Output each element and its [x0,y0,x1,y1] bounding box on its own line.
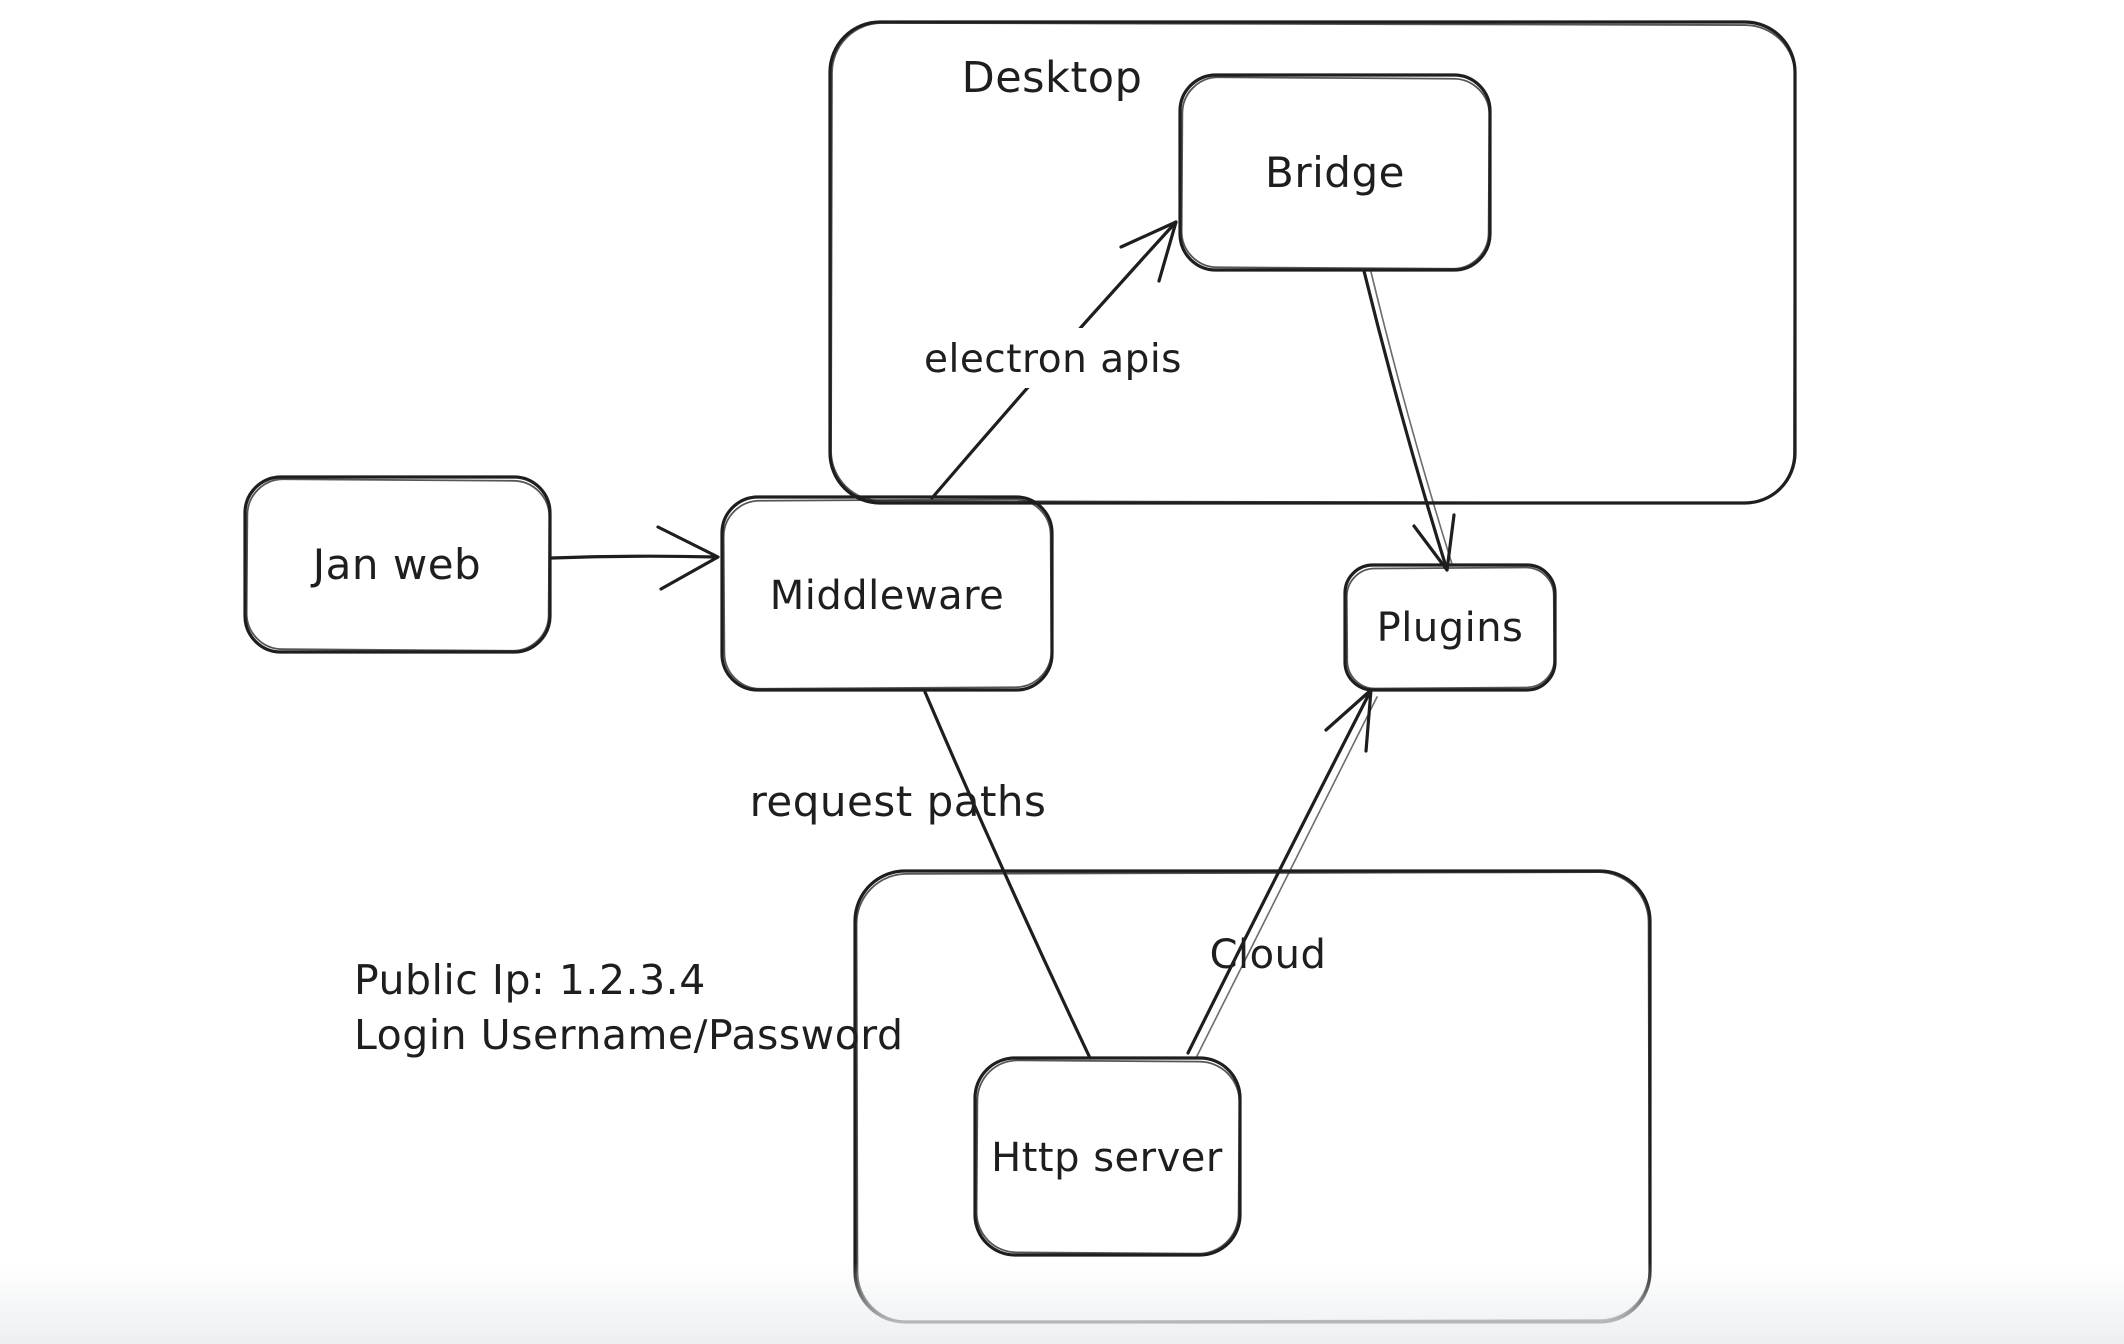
edge-label-electron-apis-mask [916,328,1188,388]
middleware-label: Middleware [770,573,1005,619]
middleware-box[interactable] [720,495,1054,692]
desktop-container-box[interactable] [828,20,1797,505]
plugins-box[interactable] [1343,563,1557,692]
line [923,690,1092,1060]
arrow-jan-web-to-middleware[interactable] [550,525,720,591]
arrow-line [550,554,718,560]
http-server-box[interactable] [973,1056,1242,1257]
bridge-label: Bridge [1265,148,1405,197]
arrow-sketch-stroke [1370,271,1453,565]
line-middleware-to-http-server[interactable] [923,690,1092,1060]
bridge-box[interactable] [1178,73,1492,272]
note-public-ip: Public Ip: 1.2.3.4 Login Username/Passwo… [354,956,903,1059]
plugins-label: Plugins [1377,605,1524,651]
jan-web-node[interactable]: Jan web [243,475,552,654]
http-server-node[interactable]: Http server [973,1056,1242,1257]
bridge-node[interactable]: Bridge [1178,73,1492,272]
edge-label-electron-apis: electron apis [924,337,1182,382]
jan-web-label: Jan web [310,540,481,589]
arrow-bridge-to-plugins[interactable] [1362,269,1456,572]
canvas-bottom-fade [0,1262,2124,1344]
note-line-login: Login Username/Password [354,1011,903,1059]
desktop-container-label: Desktop [962,53,1143,103]
plugins-node[interactable]: Plugins [1343,563,1557,692]
middleware-node[interactable]: Middleware [720,495,1054,692]
arrowhead [1119,220,1178,283]
arrowhead [1324,688,1373,753]
arrow-line [1186,688,1373,1055]
edge-label-request-paths: request paths [750,777,1047,826]
arrow-line [1362,269,1449,572]
jan-web-box[interactable] [243,475,552,654]
note-line-public-ip: Public Ip: 1.2.3.4 [354,956,706,1004]
arrow-sketch-stroke [1196,696,1378,1057]
arrow-http-server-to-plugins[interactable] [1186,688,1378,1057]
desktop-container[interactable]: Desktop [828,20,1797,505]
arrowhead [656,525,720,591]
edge-label-electron-apis-group: electron apis [916,328,1188,388]
http-server-label: Http server [991,1135,1223,1181]
arrowhead [1412,513,1456,572]
